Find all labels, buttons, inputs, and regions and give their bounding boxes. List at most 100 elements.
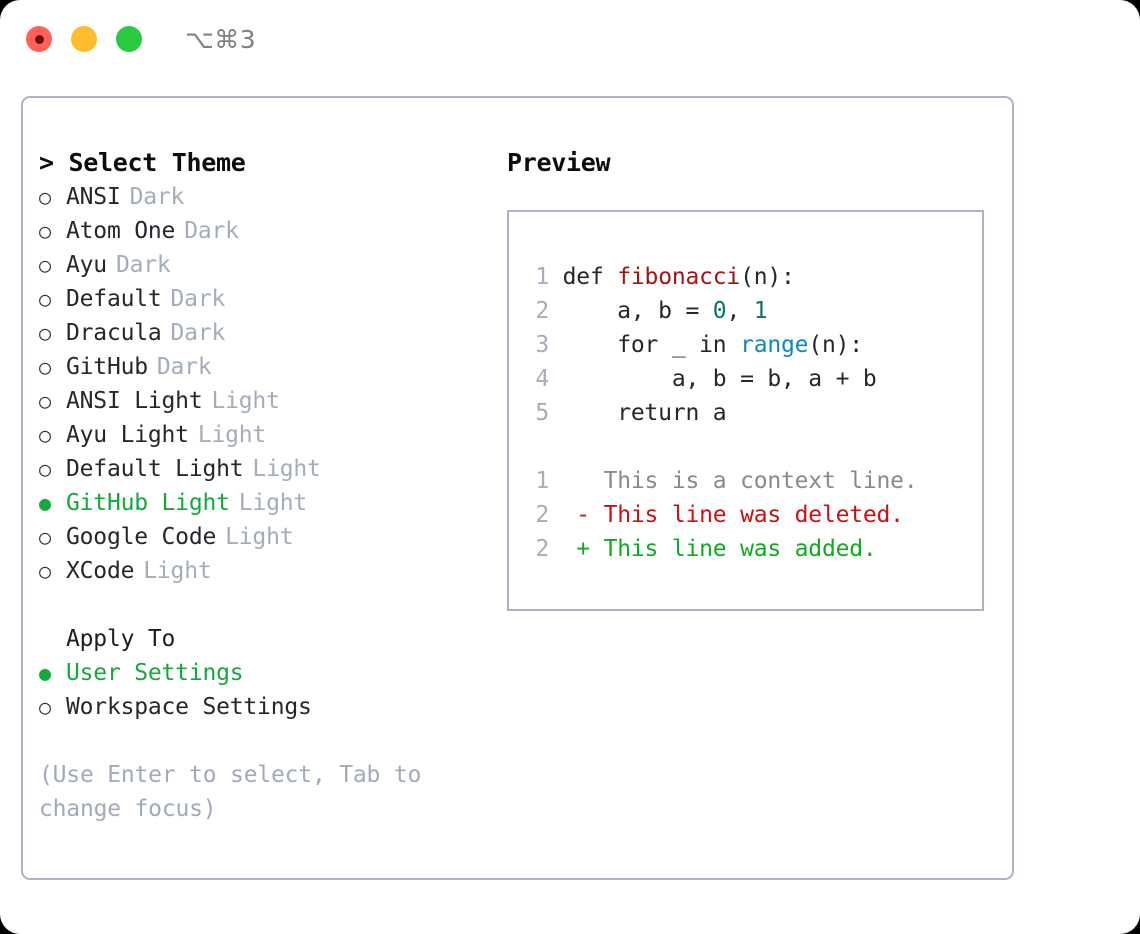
theme-option-label: Ayu Light — [66, 422, 189, 448]
line-number: 5 — [535, 400, 549, 426]
radio-unselected-icon[interactable]: ○ — [39, 695, 51, 719]
diff-line: 1 This is a context line. — [527, 464, 982, 498]
close-button[interactable] — [26, 26, 52, 52]
code-token: , — [726, 298, 754, 324]
radio-unselected-icon[interactable]: ○ — [39, 185, 51, 209]
code-token: def — [562, 264, 618, 290]
code-token: 0 — [712, 298, 727, 324]
radio-unselected-icon[interactable]: ○ — [39, 287, 51, 311]
theme-option-label: GitHub — [66, 354, 148, 380]
minimize-button[interactable] — [71, 26, 97, 52]
radio-selected-icon[interactable]: ● — [39, 491, 51, 515]
diff-gutter-space — [549, 468, 576, 494]
radio-unselected-icon[interactable]: ○ — [39, 423, 51, 447]
radio-unselected-icon[interactable]: ○ — [39, 253, 51, 277]
code-token: fibonacci — [617, 264, 741, 290]
diff-marker: + — [576, 536, 604, 562]
apply-to-option[interactable]: ○ Workspace Settings — [39, 690, 485, 724]
code-line: 2 a, b = 0, 1 — [527, 294, 982, 328]
line-number: 2 — [535, 502, 549, 528]
code-token: a, b = b, a + b — [562, 366, 877, 392]
zoom-button[interactable] — [116, 26, 142, 52]
line-number-gutter-space — [549, 298, 563, 324]
diff-gutter-space — [549, 536, 576, 562]
code-token: 1 — [753, 298, 768, 324]
code-token: return a — [562, 400, 727, 426]
diff-text: This is a context line. — [603, 468, 918, 494]
code-token: (n): — [740, 264, 795, 290]
line-number: 2 — [535, 536, 549, 562]
theme-variant-badge: Light — [225, 524, 294, 550]
theme-variant-badge: Light — [143, 558, 212, 584]
theme-option[interactable]: ○ Ayu Light Light — [39, 418, 485, 452]
theme-option[interactable]: ○ GitHub Dark — [39, 350, 485, 384]
radio-unselected-icon[interactable]: ○ — [39, 457, 51, 481]
theme-option-label: Dracula — [66, 320, 162, 346]
theme-option[interactable]: ○ Ayu Dark — [39, 248, 485, 282]
diff-line: 2 + This line was added. — [527, 532, 982, 566]
diff-sample: 1 This is a context line.2 - This line w… — [527, 464, 982, 566]
code-token: range — [740, 332, 809, 358]
code-token: a, b = — [562, 298, 713, 324]
theme-variant-badge: Dark — [156, 354, 212, 380]
apply-to-list[interactable]: ● User Settings ○ Workspace Settings — [39, 656, 485, 724]
apply-to-option-label: Workspace Settings — [66, 694, 312, 720]
line-number-gutter-space — [549, 366, 563, 392]
theme-option-label: ANSI Light — [66, 388, 203, 414]
radio-unselected-icon[interactable]: ○ — [39, 389, 51, 413]
theme-option-label: Ayu — [66, 252, 107, 278]
theme-option[interactable]: ○ XCode Light — [39, 554, 485, 588]
preview-heading: Preview — [507, 148, 611, 177]
theme-variant-badge: Light — [238, 490, 308, 516]
theme-option-label: Default Light — [66, 456, 244, 482]
diff-line: 2 - This line was deleted. — [527, 498, 982, 532]
radio-unselected-icon[interactable]: ○ — [39, 525, 51, 549]
title-bar: ⌥⌘3 — [0, 0, 1140, 78]
select-theme-heading: > Select Theme — [39, 148, 246, 177]
traffic-lights — [26, 26, 142, 52]
theme-variant-badge: Dark — [170, 320, 226, 346]
theme-variant-badge: Dark — [115, 252, 171, 278]
diff-marker — [576, 468, 603, 494]
radio-unselected-icon[interactable]: ○ — [39, 321, 51, 345]
line-number-gutter-space — [549, 332, 563, 358]
theme-variant-badge: Dark — [129, 184, 185, 210]
diff-marker: - — [576, 502, 604, 528]
code-token: for _ in — [562, 332, 741, 358]
list-spacer — [39, 588, 485, 622]
theme-option[interactable]: ○ Dracula Dark — [39, 316, 485, 350]
preview-pane: Preview 1 def fibonacci(n):2 a, b = 0, 1… — [485, 146, 984, 878]
code-line: 1 def fibonacci(n): — [527, 260, 982, 294]
radio-unselected-icon[interactable]: ○ — [39, 559, 51, 583]
code-line: 3 for _ in range(n): — [527, 328, 982, 362]
line-number: 1 — [535, 264, 549, 290]
theme-option-label: Default — [66, 286, 162, 312]
line-number-gutter-space — [549, 400, 563, 426]
code-token: (n): — [808, 332, 863, 358]
radio-selected-icon[interactable]: ● — [39, 661, 51, 685]
code-line: 4 a, b = b, a + b — [527, 362, 982, 396]
theme-option-label: Atom One — [66, 218, 176, 244]
theme-variant-badge: Light — [197, 422, 267, 448]
theme-option-label: XCode — [66, 558, 135, 584]
radio-unselected-icon[interactable]: ○ — [39, 355, 51, 379]
line-number: 3 — [535, 332, 549, 358]
radio-unselected-icon[interactable]: ○ — [39, 219, 51, 243]
apply-to-option-label: User Settings — [66, 660, 244, 686]
keyboard-hint-text: (Use Enter to select, Tab to change focu… — [39, 762, 422, 822]
apply-to-option[interactable]: ● User Settings — [39, 656, 485, 690]
diff-text: This line was added. — [603, 536, 877, 562]
line-number-gutter-space — [549, 264, 563, 290]
